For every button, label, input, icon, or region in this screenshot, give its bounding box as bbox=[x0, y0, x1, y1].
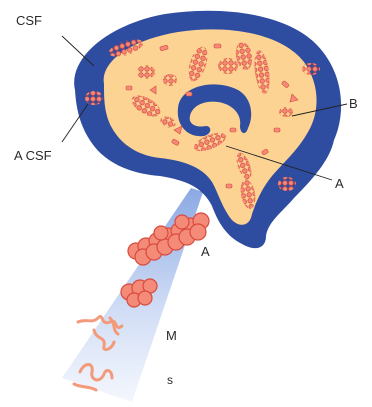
csf-plaque-left bbox=[85, 91, 103, 105]
csf-plaque-bottom-right bbox=[278, 177, 296, 191]
label-a-csf: A CSF bbox=[14, 149, 52, 162]
brain-plaque bbox=[163, 74, 177, 86]
aggregate-dash bbox=[214, 44, 221, 48]
aggregate-dash bbox=[274, 128, 280, 132]
brain-plaque bbox=[137, 65, 155, 79]
label-a-brain: A bbox=[335, 177, 344, 190]
brain-plaque bbox=[218, 58, 238, 74]
label-m: M bbox=[166, 329, 177, 342]
label-csf: CSF bbox=[16, 14, 42, 27]
aggregate-dash bbox=[226, 184, 232, 188]
aggregate-dash bbox=[230, 128, 236, 132]
aggregate-dash bbox=[126, 86, 132, 90]
label-a-cone: A bbox=[201, 245, 210, 258]
csf-plaque-right bbox=[302, 63, 320, 75]
label-b: B bbox=[349, 97, 358, 110]
label-s: s bbox=[167, 374, 173, 386]
brain-plaque bbox=[279, 107, 293, 117]
aggregate-dash bbox=[186, 92, 192, 96]
